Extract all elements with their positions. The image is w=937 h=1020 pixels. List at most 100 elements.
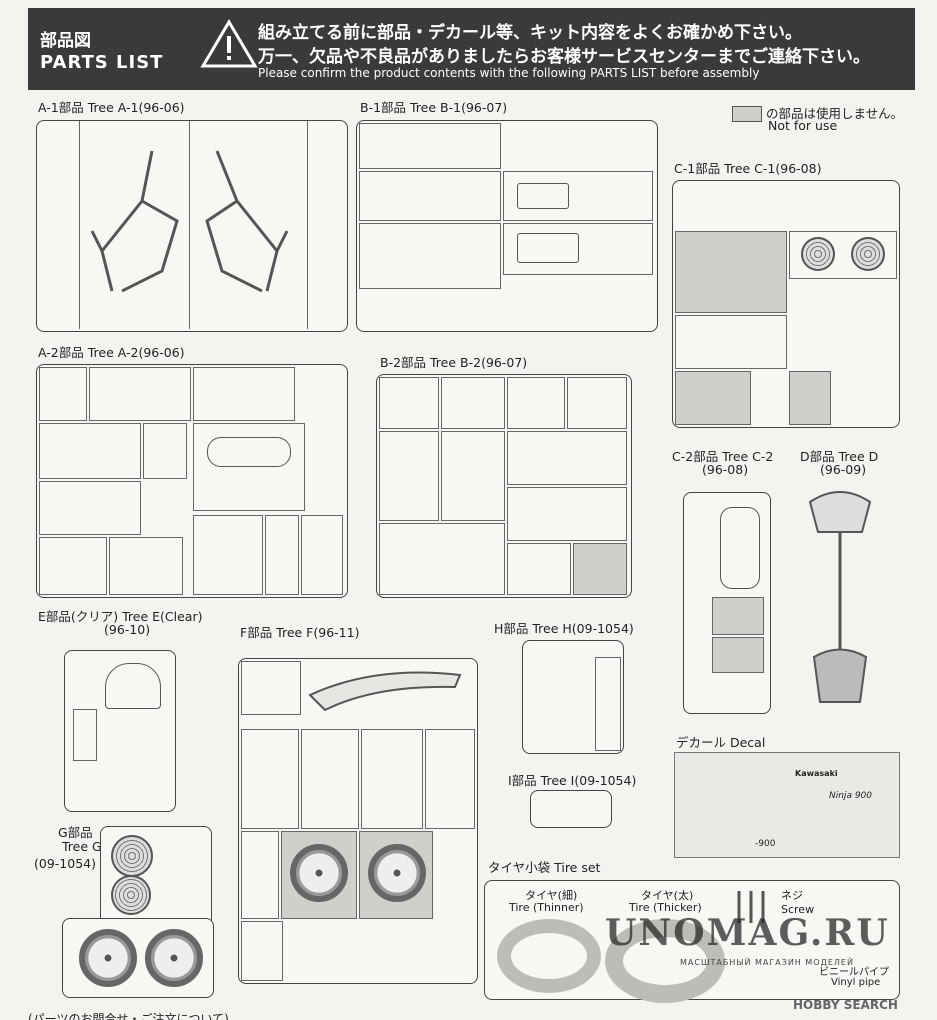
windscreen-part: [105, 663, 161, 709]
rear-wheel-part: [368, 844, 426, 902]
legend-en: Not for use: [768, 118, 838, 133]
decal-text: Ninja 900: [829, 791, 872, 801]
rear-shock-cell: [675, 315, 787, 369]
e-cell: [73, 709, 97, 761]
tire-set-box: タイヤ(細) Tire (Thinner) タイヤ(太) Tire (Thick…: [484, 880, 900, 1003]
tree-g-label-en: Tree G: [62, 839, 102, 854]
small-part-cell-gray: [789, 371, 831, 425]
notice-line-2: 万一、欠品や不良品がありましたらお客様サービスセンターまでご連絡下さい。: [258, 47, 870, 67]
muffler-cell: [379, 431, 439, 521]
vinyl-en: Vinyl pipe: [831, 977, 881, 988]
title-ja: 部品図: [40, 31, 91, 51]
radiator-cell: [503, 171, 653, 221]
tree-c2-code: (96-08): [702, 462, 749, 477]
decal-text: -900: [755, 839, 776, 849]
tree-h-label: H部品 Tree H(09-1054): [494, 621, 634, 636]
tree-d-cowl-part: [808, 491, 872, 703]
a2-cell: [193, 367, 295, 421]
g-brake-disc-part: [111, 875, 151, 915]
cylinder-cell: [359, 171, 501, 221]
header-banner: 部品図 PARTS LIST 組み立てる前に部品・デカール等、キット内容をよくお…: [28, 8, 915, 90]
front-fork-cell-gray: [675, 231, 787, 313]
radiator-part: [517, 183, 569, 209]
engine-block-cell: [359, 223, 501, 289]
b2-cell-gray: [573, 543, 627, 595]
a2-cell: [39, 537, 107, 595]
a2-cell: [143, 423, 187, 479]
muffler-cell: [441, 431, 505, 521]
swingarm-cell-gray: [675, 371, 751, 425]
b2-cell: [507, 377, 565, 429]
a2-cell: [39, 423, 141, 479]
a2-cell: [89, 367, 191, 421]
f-cell: [241, 831, 279, 919]
tree-f-label: F部品 Tree F(96-11): [240, 625, 360, 640]
tree-g-code: (09-1054): [34, 856, 96, 871]
brake-disc-part: [801, 237, 835, 271]
decal-sheet: Ninja 900 Kawasaki -900: [674, 752, 900, 858]
a2-cell: [265, 515, 299, 595]
front-wheel-part: [290, 844, 348, 902]
a2-cell: [193, 515, 263, 595]
tree-b2-sprue: [376, 374, 632, 598]
a2-cell: [39, 367, 87, 421]
screw-ja: ネジ: [781, 889, 803, 902]
vinyl-ja: ビニールパイプ: [819, 967, 889, 978]
tree-i-label: I部品 Tree I(09-1054): [508, 773, 637, 788]
tree-c2-label: C-2部品 Tree C-2: [672, 449, 774, 464]
tree-d-label: D部品 Tree D: [800, 449, 879, 464]
tree-a1-left-column: [37, 121, 80, 329]
engine-head-cell: [359, 123, 501, 169]
tree-a1-sprue: [36, 120, 348, 332]
h-cell: [595, 657, 621, 751]
title-en: PARTS LIST: [40, 52, 164, 73]
f-cell: [241, 729, 299, 829]
brake-disc-part: [851, 237, 885, 271]
b2-cell: [379, 377, 439, 429]
c2-cell-gray: [712, 597, 764, 635]
f-cell: [361, 729, 423, 829]
frame-left-part: [90, 150, 179, 293]
tire-thick-ja: タイヤ(太): [641, 889, 694, 902]
tree-e-code: (96-10): [104, 622, 151, 637]
tree-e-sprue: [64, 650, 176, 812]
tree-c1-sprue: [672, 180, 900, 428]
b2-cell: [441, 377, 505, 429]
legend-ja: の部品は使用しません。: [766, 106, 904, 121]
decal-label: デカール Decal: [676, 735, 766, 750]
screw-part: [737, 891, 765, 923]
wheel-cell-gray: [281, 831, 357, 919]
tree-c1-label: C-1部品 Tree C-1(96-08): [674, 161, 822, 176]
tree-a2-sprue: [36, 364, 348, 598]
tree-b2-label: B-2部品 Tree B-2(96-07): [380, 355, 528, 370]
watermark-logo: UNOMAG.RU: [605, 912, 890, 954]
tree-b1-sprue: [356, 120, 658, 332]
tree-g-wheel-sprue: [62, 918, 214, 998]
b2-cell: [567, 377, 627, 429]
g-brake-disc-part: [111, 835, 153, 877]
wheel-cell-gray: [359, 831, 433, 919]
tree-a1-right-column: [307, 121, 346, 329]
tire-thin-ja: タイヤ(細): [525, 889, 578, 902]
seat-part: [720, 507, 760, 589]
f-cell: [301, 729, 359, 829]
a2-cell: [301, 515, 343, 595]
tree-a1-divider: [189, 121, 191, 329]
stand-cell: [379, 523, 505, 595]
screw-en: Screw: [781, 903, 815, 916]
exhaust-pipe-cell: [507, 487, 627, 541]
tire-thin-en: Tire (Thinner): [509, 901, 584, 914]
hobby-search-logo: HOBBY SEARCH: [793, 998, 898, 1012]
tree-c2-sprue: [683, 492, 771, 714]
g-wheel-part: [79, 929, 137, 987]
exhaust-pipe-cell: [507, 431, 627, 485]
tree-b1-label: B-1部品 Tree B-1(96-07): [360, 100, 508, 115]
tire-set-label: タイヤ小袋 Tire set: [488, 860, 601, 875]
not-for-use-swatch: [732, 106, 762, 122]
f-cell: [425, 729, 475, 829]
fairing-part: [308, 671, 462, 712]
tree-a1-label: A-1部品 Tree A-1(96-06): [38, 100, 185, 115]
b2-cell: [507, 543, 571, 595]
decal-text: Kawasaki: [795, 769, 838, 778]
notice-line-3: Please confirm the product contents with…: [258, 66, 760, 80]
